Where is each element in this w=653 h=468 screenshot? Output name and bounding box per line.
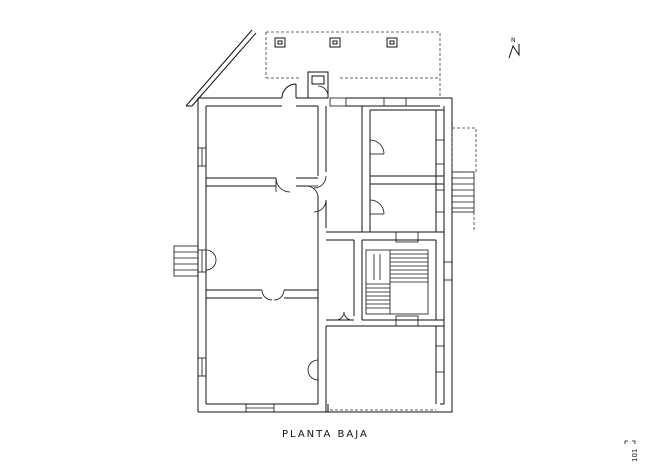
north-label: N — [511, 37, 516, 44]
window-markers — [197, 97, 453, 413]
page-corner-marks — [624, 440, 636, 444]
page-number: 101 — [631, 448, 639, 462]
diagonal-boundary-wall — [185, 29, 257, 107]
exterior-walls — [197, 97, 453, 413]
plan-title: PLANTA BAJA — [282, 429, 369, 440]
interior-walls — [206, 106, 444, 412]
east-dashed-landing — [451, 127, 477, 232]
interior-staircase — [365, 249, 429, 315]
east-exterior-steps — [451, 171, 475, 213]
terrace-dashed-outline — [265, 31, 441, 98]
north-entry-vestibule — [281, 71, 329, 99]
north-arrow-icon: N — [508, 37, 520, 59]
west-entry-steps — [173, 245, 199, 277]
chimney-markers — [274, 37, 398, 48]
page-number-frame — [624, 440, 636, 460]
door-swings — [205, 85, 385, 381]
